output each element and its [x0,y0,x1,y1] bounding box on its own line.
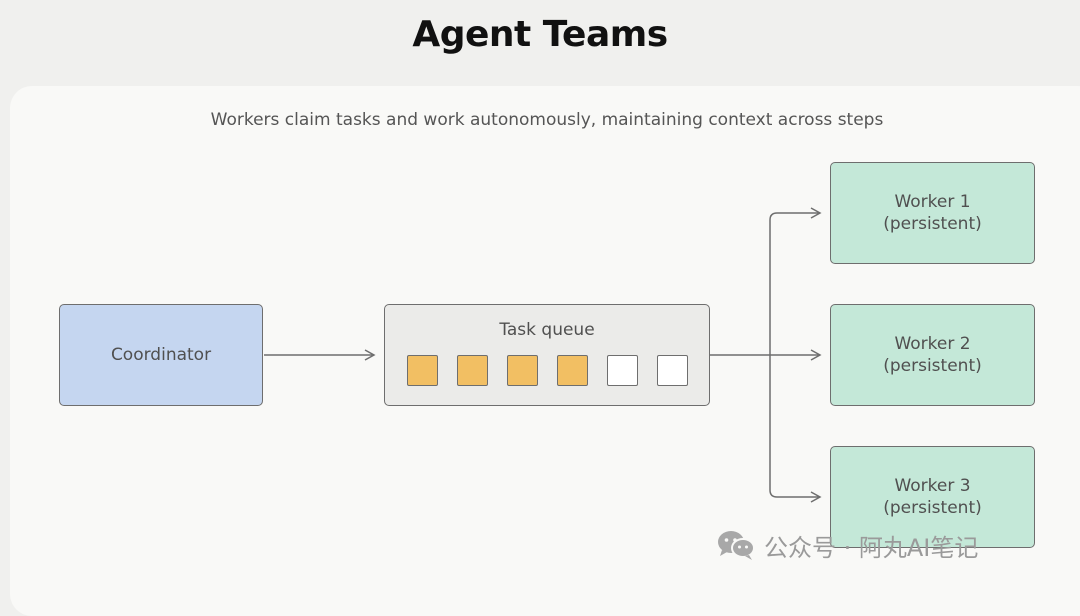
task-slot-4 [556,355,588,386]
coordinator-label: Coordinator [110,345,212,365]
watermark-text: 公众号 · 阿丸AI笔记 [764,533,979,562]
diagram-subtitle: Workers claim tasks and work autonomousl… [210,110,884,130]
wechat-icon [718,531,755,560]
watermark: 公众号 · 阿丸AI笔记 [716,527,978,563]
task-queue-label: Task queue [499,320,595,340]
task-queue-node: Task queue [384,304,710,406]
worker-3-mode: (persistent) [883,498,982,518]
coordinator-node: Coordinator [59,304,263,406]
worker-1-mode: (persistent) [883,214,982,234]
arrow-to-worker-3 [769,355,822,503]
worker-1-name: Worker 1 [894,192,971,212]
worker-3-name: Worker 3 [894,476,971,496]
task-queue-slots [406,355,688,386]
worker-2-name: Worker 2 [894,334,971,354]
arrow-to-worker-1 [769,207,822,355]
worker-3-node: Worker 3 (persistent) [830,446,1035,548]
task-slot-3 [506,355,538,386]
worker-2-mode: (persistent) [883,356,982,376]
task-slot-2 [456,355,488,386]
task-slot-1 [406,355,438,386]
diagram-title: Agent Teams [412,14,668,55]
worker-1-node: Worker 1 (persistent) [830,162,1035,264]
worker-2-node: Worker 2 (persistent) [830,304,1035,406]
connector-arrows [264,207,822,503]
task-slot-5 [606,355,638,386]
task-slot-6 [656,355,688,386]
